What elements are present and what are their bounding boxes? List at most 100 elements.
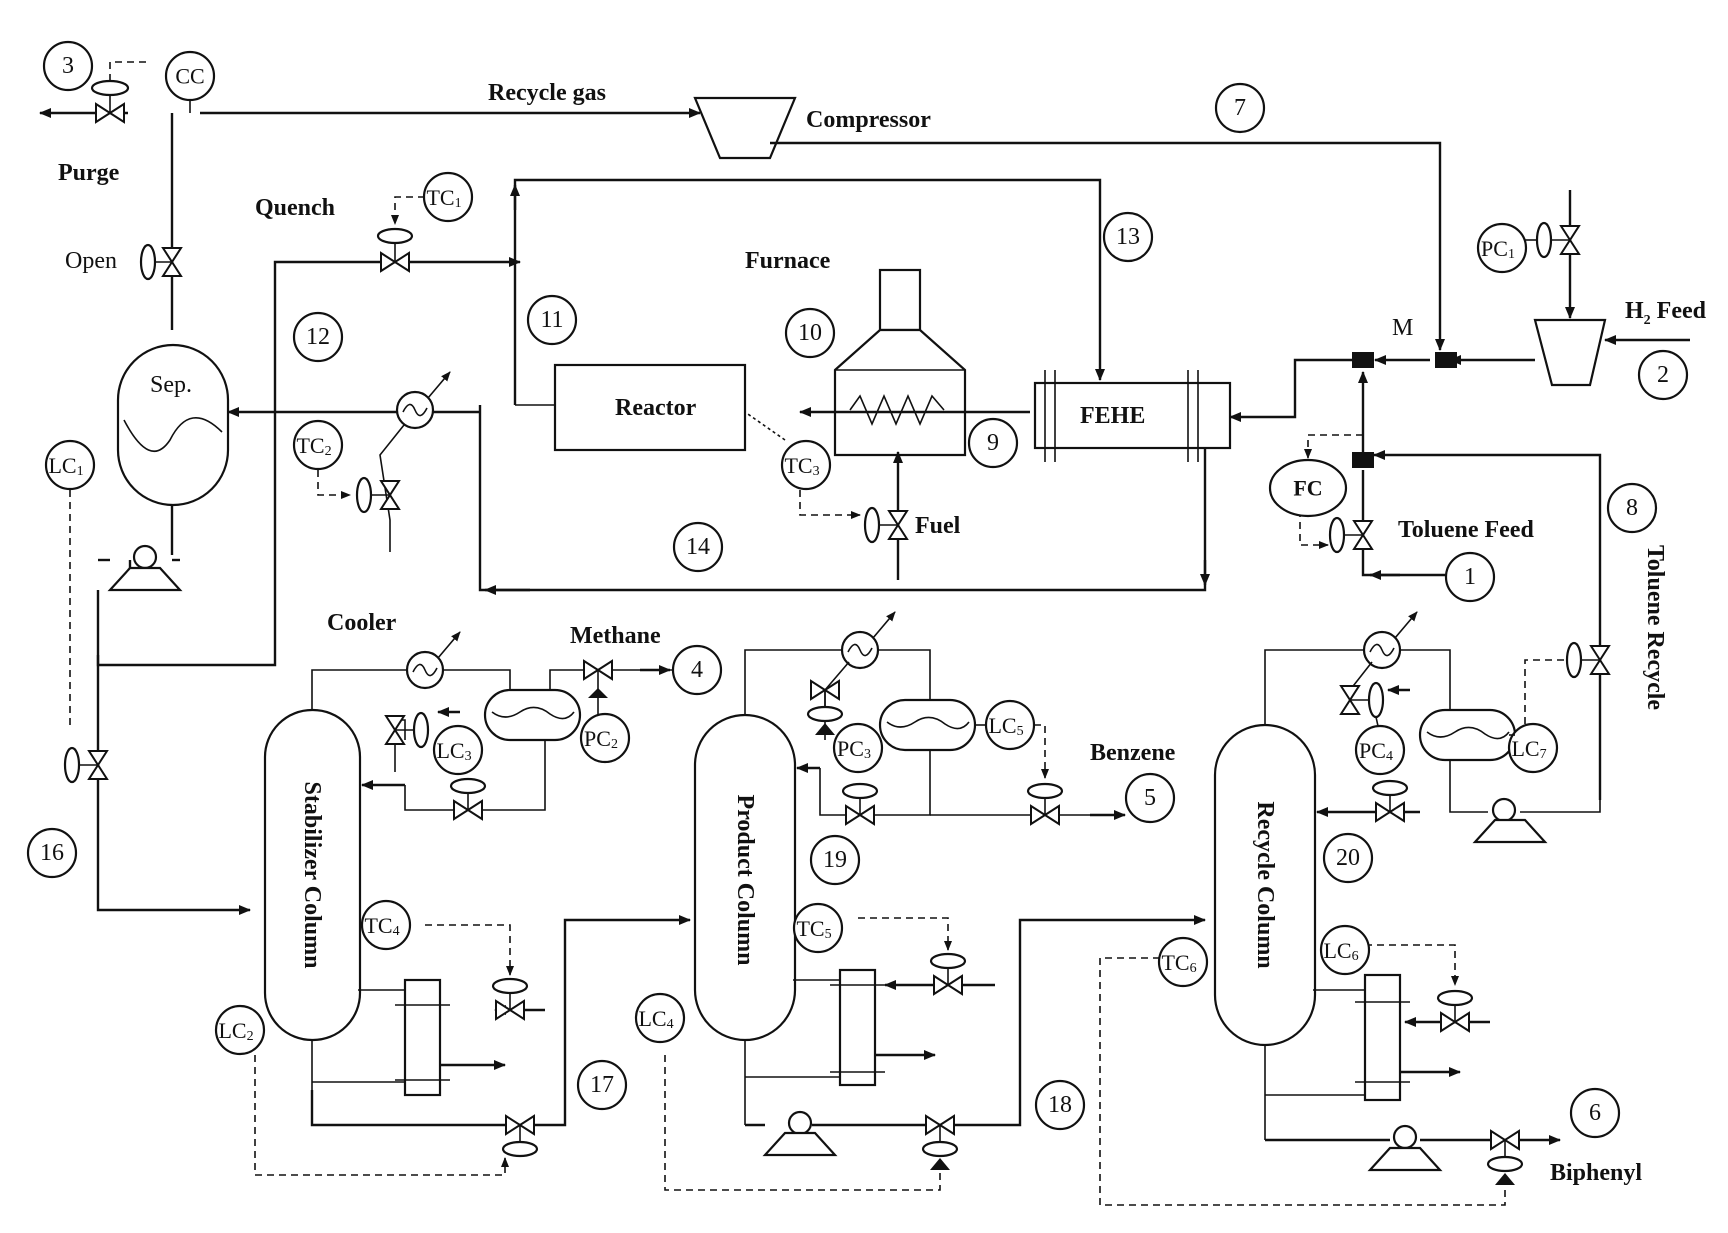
stream-19: 19 bbox=[809, 834, 861, 886]
product-steam-valve bbox=[929, 952, 967, 995]
quench-label: Quench bbox=[255, 195, 335, 221]
stream-3: 3 bbox=[42, 40, 94, 92]
controller-lc3: LC3 bbox=[432, 724, 484, 776]
recycle-reflux-pump bbox=[1472, 797, 1548, 844]
stream-1: 1 bbox=[1444, 551, 1496, 603]
svg-text:LC2: LC2 bbox=[218, 1018, 253, 1044]
svg-text:17: 17 bbox=[590, 1072, 614, 1098]
fuel-label: Fuel bbox=[915, 513, 961, 539]
svg-text:9: 9 bbox=[987, 430, 999, 456]
h2-compressor bbox=[1533, 318, 1607, 387]
stabilizer-reflux-valve bbox=[449, 777, 487, 820]
svg-text:LC5: LC5 bbox=[988, 713, 1023, 739]
mixer-h2 bbox=[1435, 352, 1457, 368]
recycle-bottoms-pump bbox=[1367, 1124, 1443, 1172]
recycle-reflux-valve bbox=[1371, 779, 1409, 822]
stabilizer-condenser-valve bbox=[385, 707, 460, 772]
svg-text:12: 12 bbox=[306, 324, 330, 350]
stream-4: 4 bbox=[671, 644, 723, 696]
controller-cc: CC bbox=[164, 50, 216, 102]
mixer-main bbox=[1352, 352, 1374, 368]
separator-pump bbox=[98, 505, 183, 592]
svg-text:20: 20 bbox=[1336, 845, 1360, 871]
controller-tc5: TC5 bbox=[792, 902, 844, 954]
controller-fc: FC bbox=[1268, 458, 1348, 518]
svg-text:TC1: TC1 bbox=[426, 185, 461, 211]
svg-text:4: 4 bbox=[691, 657, 703, 683]
tc2-signal bbox=[317, 470, 351, 499]
reactor-loop-lines bbox=[510, 178, 1105, 406]
compressor bbox=[693, 96, 797, 160]
svg-text:11: 11 bbox=[540, 307, 563, 333]
svg-text:7: 7 bbox=[1234, 95, 1246, 121]
controller-lc6: LC6 bbox=[1319, 924, 1371, 976]
controller-pc3: PC3 bbox=[832, 722, 884, 774]
mixer-to-fehe-line bbox=[1229, 358, 1360, 422]
separator-cooler bbox=[379, 371, 451, 552]
tc4-signal bbox=[425, 924, 514, 976]
fehe-exchanger bbox=[1033, 370, 1232, 462]
stream-17: 17 bbox=[576, 1059, 628, 1111]
product-overhead bbox=[744, 611, 1126, 820]
cooler-valve bbox=[355, 476, 400, 514]
open-valve bbox=[139, 243, 182, 281]
tc3-link bbox=[744, 411, 786, 441]
tc1-signal bbox=[391, 196, 425, 225]
controller-tc6: TC6 bbox=[1157, 936, 1209, 988]
furnace-label: Furnace bbox=[745, 248, 831, 274]
svg-text:LC3: LC3 bbox=[436, 738, 471, 764]
toluene-feed-valve bbox=[1328, 516, 1373, 554]
stream-9: 9 bbox=[967, 417, 1019, 469]
stream-11: 11 bbox=[526, 294, 578, 346]
controller-pc1: PC1 bbox=[1476, 222, 1528, 274]
tc3-signal bbox=[799, 490, 861, 519]
compressor-outlet-line bbox=[770, 141, 1445, 351]
svg-text:8: 8 bbox=[1626, 495, 1638, 521]
fehe-hot-outlet-line bbox=[478, 405, 1210, 595]
recycle-column-label: Recycle Column bbox=[1252, 801, 1278, 968]
controller-lc5: LC5 bbox=[984, 699, 1036, 751]
lc2-signal bbox=[254, 1055, 509, 1176]
product-reboiler bbox=[744, 968, 995, 1125]
stream-14: 14 bbox=[672, 521, 724, 573]
stream-2: 2 bbox=[1637, 349, 1689, 401]
product-reflux-valve bbox=[841, 782, 879, 825]
recycle-overhead bbox=[1264, 611, 1601, 817]
svg-text:TC6: TC6 bbox=[1161, 950, 1196, 976]
svg-text:LC6: LC6 bbox=[1323, 938, 1358, 964]
stabilizer-reboiler bbox=[311, 978, 545, 1097]
toluene-recycle-line bbox=[1373, 450, 1602, 800]
svg-text:18: 18 bbox=[1048, 1092, 1072, 1118]
open-label: Open bbox=[65, 248, 117, 274]
stabilizer-feed-line bbox=[96, 590, 251, 915]
lc7-signal bbox=[1524, 659, 1565, 760]
sep-label: Sep. bbox=[150, 372, 192, 398]
svg-text:CC: CC bbox=[175, 64, 204, 89]
stream-7: 7 bbox=[1214, 82, 1266, 134]
benzene-label: Benzene bbox=[1090, 740, 1176, 766]
svg-text:PC1: PC1 bbox=[1481, 236, 1515, 262]
controller-tc4: TC4 bbox=[360, 899, 412, 951]
mixer-label: M bbox=[1392, 315, 1413, 341]
product-bottoms-valve bbox=[921, 1115, 959, 1170]
controller-lc1: LC1 bbox=[44, 439, 96, 491]
benzene-valve bbox=[1026, 782, 1064, 825]
recycle-condenser-valve bbox=[1340, 681, 1410, 719]
purge-label: Purge bbox=[58, 160, 120, 186]
svg-text:10: 10 bbox=[798, 320, 822, 346]
controller-pc2: PC2 bbox=[579, 712, 631, 764]
purge-valve bbox=[90, 79, 130, 123]
svg-text:PC4: PC4 bbox=[1359, 738, 1393, 764]
stream-13: 13 bbox=[1102, 211, 1154, 263]
controller-lc7: LC7 bbox=[1507, 722, 1559, 774]
methane-label: Methane bbox=[570, 623, 661, 649]
reactor bbox=[553, 363, 747, 452]
svg-text:14: 14 bbox=[686, 534, 710, 560]
product-pump bbox=[762, 1110, 838, 1157]
stream-10: 10 bbox=[784, 307, 836, 359]
lc6-signal bbox=[1365, 944, 1459, 986]
recycle-gas-label: Recycle gas bbox=[488, 80, 606, 106]
h2-feed-line bbox=[1374, 190, 1690, 365]
toluene-feed-line bbox=[1361, 470, 1445, 580]
